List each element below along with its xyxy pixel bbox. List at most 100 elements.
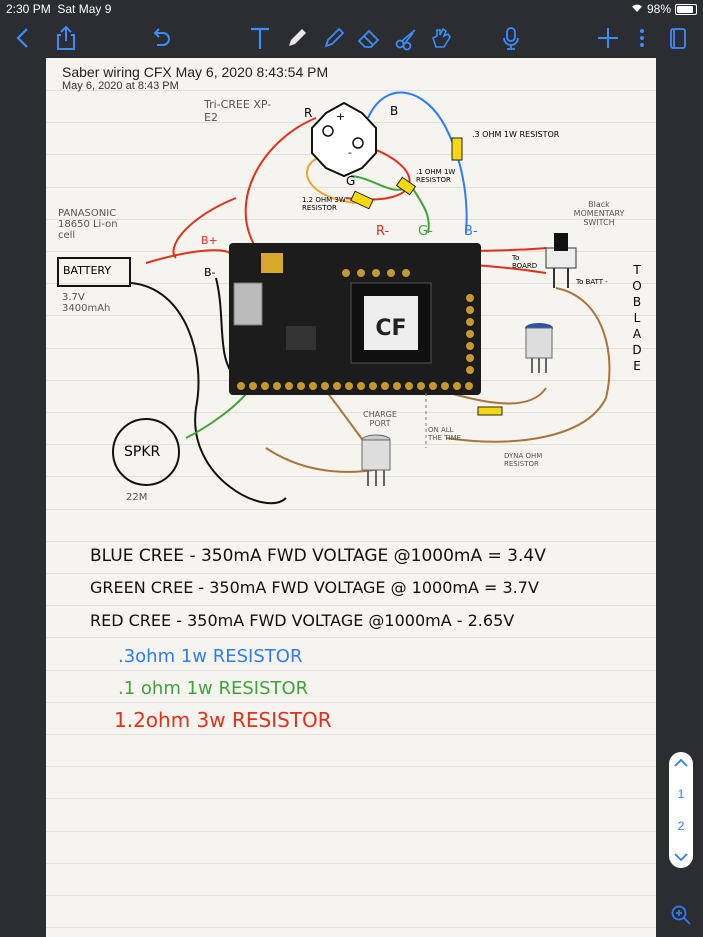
highlighter-icon: [324, 27, 345, 48]
eraser-icon: [357, 29, 380, 48]
wire-r-label: R-: [376, 224, 390, 239]
zoom-button[interactable]: [670, 904, 692, 926]
pin-g-label: G: [346, 174, 356, 188]
to-board-label: To BOARD: [512, 254, 538, 270]
brown-wire-3: [445, 287, 611, 443]
led-star: [311, 101, 377, 178]
ruled-line: [46, 476, 656, 478]
ruled-line: [46, 90, 656, 91]
note-line: .3ohm 1w RESISTOR: [118, 646, 303, 667]
ruled-line: [46, 766, 656, 768]
resistor-left-label: 1.2 OHM 3W RESISTOR: [302, 196, 346, 212]
note-line: 1.2ohm 3w RESISTOR: [114, 708, 332, 732]
status-time: 2:30 PM Sat May 9: [6, 2, 112, 16]
page-number-1[interactable]: 1: [677, 786, 685, 801]
text-tool-button[interactable]: [246, 24, 274, 52]
undo-icon: [153, 28, 170, 46]
ruled-line: [46, 830, 656, 832]
share-icon: [57, 25, 75, 50]
ruled-line: [46, 540, 656, 542]
to-blade-label: TO BLADE: [632, 263, 642, 373]
wire-bminus-label: B-: [204, 266, 216, 279]
resistor-mid-label: .1 OHM 1W RESISTOR: [416, 168, 456, 184]
pen-tool-button[interactable]: [283, 24, 311, 52]
all-the-time-label: ON ALL THE TIME: [428, 426, 461, 442]
ruled-line: [46, 637, 656, 639]
pin-b-label: B: [390, 104, 399, 118]
page-number-2[interactable]: 2: [677, 819, 685, 834]
note-page[interactable]: Saber wiring CFX May 6, 2020 8:43:54 PM …: [46, 58, 656, 937]
chevron-left-icon: [16, 28, 28, 48]
switch-label: Black MOMENTARY SWITCH: [573, 200, 625, 227]
text-tool-icon: [251, 27, 269, 49]
status-bar: 2:30 PM Sat May 9 98%: [0, 0, 703, 18]
page-title: Saber wiring CFX May 6, 2020 8:43:54 PM: [62, 64, 329, 80]
wifi-icon: [631, 2, 643, 16]
resistor-dyna: [477, 406, 503, 416]
ruled-line: [46, 734, 656, 735]
red-wire-battery: [145, 249, 232, 264]
zoom-in-icon: [671, 905, 691, 925]
ruled-line: [46, 669, 656, 671]
lasso-tool-button[interactable]: [392, 24, 420, 52]
pages-button[interactable]: [664, 24, 692, 52]
battery-desc-label: PANASONIC 18650 Li-on cell: [58, 208, 118, 241]
battery-percent: 98%: [646, 2, 671, 16]
wiring-diagram: CF: [57, 91, 611, 504]
battery-icon: [675, 3, 697, 15]
charge-port: [361, 439, 391, 471]
ruled-line: [46, 412, 656, 413]
resistor-top-label: .3 OHM 1W RESISTOR: [472, 130, 560, 139]
back-button[interactable]: [10, 24, 38, 52]
pin-r-label: R: [304, 106, 313, 120]
pages-icon: [670, 28, 686, 49]
more-vertical-icon: [640, 29, 644, 47]
speaker-circle: [112, 418, 180, 486]
microphone-icon: [503, 27, 519, 50]
more-button[interactable]: [628, 24, 656, 52]
microphone-button[interactable]: [497, 24, 525, 52]
ruled-line: [46, 508, 656, 510]
toolbar: [0, 18, 703, 58]
ruled-line: [46, 186, 656, 188]
speaker-ohm-label: 22M: [126, 492, 148, 503]
resistor-mid: [395, 176, 417, 196]
ruled-line: [46, 573, 656, 574]
ruled-line: [46, 895, 656, 896]
scissors-icon: [395, 29, 416, 51]
eraser-tool-button[interactable]: [355, 24, 383, 52]
note-line: GREEN CREE - 350mA FWD VOLTAGE @ 1000mA …: [90, 578, 539, 597]
ruled-line: [46, 605, 656, 607]
note-line: BLUE CREE - 350mA FWD VOLTAGE @1000mA = …: [90, 546, 546, 566]
highlighter-tool-button[interactable]: [320, 24, 348, 52]
pin-plus-label: +: [336, 110, 346, 123]
share-button[interactable]: [52, 24, 80, 52]
orange-wire: [306, 157, 357, 204]
note-line: .1 ohm 1w RESISTOR: [118, 678, 309, 699]
battery-label: BATTERY: [63, 264, 112, 277]
led-label: Tri-CREE XP-E2: [204, 98, 272, 124]
page-subtitle: May 6, 2020 at 8:43 PM: [62, 80, 179, 92]
wire-g-label: G-: [418, 224, 433, 239]
chevron-down-icon[interactable]: [674, 852, 688, 862]
brown-wire-2: [265, 447, 387, 473]
page-scroller[interactable]: 1 2: [669, 752, 693, 868]
hand-tool-button[interactable]: [427, 24, 455, 52]
red-wire-bplus: [172, 197, 237, 259]
chevron-up-icon[interactable]: [674, 758, 688, 768]
ruled-line: [46, 444, 656, 446]
ruled-line: [46, 862, 656, 864]
battery-specs-label: 3.7V 3400mAh: [62, 292, 111, 314]
charge-port-label: CHARGE PORT: [363, 410, 397, 428]
pin-minus-label: -: [348, 146, 352, 159]
battery-box: [57, 257, 131, 287]
ruled-line: [46, 218, 656, 220]
undo-button[interactable]: [147, 24, 175, 52]
ruled-line: [46, 798, 656, 800]
speaker-label: SPKR: [124, 444, 161, 460]
dyna-resistor-label: DYNA OHM RESISTOR: [504, 452, 543, 468]
plus-icon: [598, 28, 618, 48]
wire-bplus-label: B+: [201, 234, 218, 247]
blade-switch: [525, 327, 553, 359]
add-button[interactable]: [594, 24, 622, 52]
